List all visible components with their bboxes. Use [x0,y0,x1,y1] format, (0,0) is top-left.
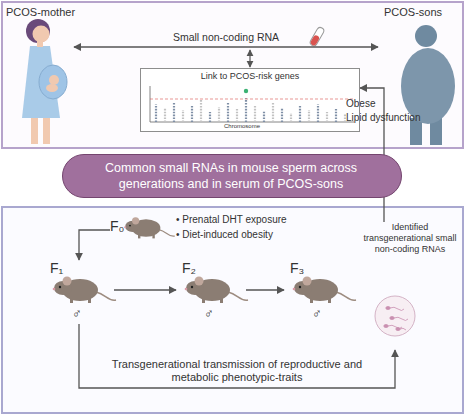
connector-arrow [246,289,284,290]
mother-illustration [33,26,50,43]
manhattan-plot [344,114,346,122]
manhattan-plot [299,106,301,122]
generation-node: F₂ ♂ [176,260,246,324]
manhattan-plot [155,104,157,122]
plot-box: Link to PCOS-risk genes [140,68,360,132]
mother-illustration [22,19,67,144]
manhattan-plot [209,112,211,122]
blood-tube [310,34,320,46]
son-illustration [401,25,455,145]
panel-frame [2,207,463,413]
blood-tube [309,26,325,47]
node-text: F₁ [50,260,63,277]
sons-node: PCOS-sonsObeseLipid dysfunction [378,4,462,146]
node-text: Lipid dysfunction [346,112,421,124]
mother-illustration [39,65,67,99]
manhattan-plot [245,98,247,122]
manhattan-plot [227,103,229,122]
summary-pill: Common small RNAs in mouse sperm across … [62,154,402,198]
node-text: PCOS-mother [6,6,75,19]
node-text: PCOS-sons [384,6,442,19]
son-illustration [415,25,437,47]
mother-illustration [49,75,59,85]
generation-node: F₀ • Prenatal DHT exposure • Diet-induced … [110,212,310,246]
manhattan-plot [317,104,319,122]
node-text: Identified transgenerational small non-c… [358,222,462,255]
mouse-group [293,277,356,304]
mother-illustration [37,41,43,47]
connector-arrow [79,230,110,260]
node-text: F₃ [290,260,304,277]
axis-label: Chromosome [224,123,260,130]
manhattan-plot [191,106,193,122]
node-text: F₂ [182,260,196,277]
sperm-icon [384,325,388,328]
sperm-icon [375,296,415,336]
manhattan-plot [281,108,283,122]
node-text: Common small RNAs in mouse sperm across … [82,160,380,192]
manhattan-plot [182,110,184,122]
panel-frame [2,2,463,148]
mouse-group [53,277,116,304]
sperm-icon [394,317,408,320]
node-text: Obese [346,98,375,110]
node-text: F₀ [110,218,124,235]
manhattan-plot [263,111,265,122]
manhattan-plot [141,69,359,131]
result-node: Identified transgenerational small non-c… [358,222,462,350]
rna-arrow [249,50,250,67]
manhattan-plot [244,89,248,93]
sperm-icon [390,307,404,310]
node-text: • Diet-induced obesity [176,229,273,241]
sperm-icon [400,328,406,330]
node-text: ♂ [312,306,322,322]
mother-illustration [46,84,58,92]
connector-arrow [79,324,395,388]
manhattan-plot [290,113,292,122]
sperm-icon [384,307,408,331]
mouse-group [53,217,356,303]
manhattan-plot [236,109,238,122]
sperm-icon [375,296,415,336]
manhattan-plot [326,112,328,122]
node-text: Link to PCOS-risk genes [141,71,359,82]
node-text: ♂ [204,306,214,322]
manhattan-plot [254,105,256,122]
manhattan-plot [308,110,310,122]
generation-node: F₁ ♂ [44,260,114,324]
mother-illustration [26,19,50,43]
mother-node: PCOS-mother [4,4,74,146]
rna-arrow [250,50,251,67]
sperm-icon [386,307,390,310]
mother-illustration [31,116,38,144]
blood-tube [309,26,325,47]
sperm-icon [396,328,400,331]
manhattan-plot [141,69,359,131]
manhattan-plot [173,102,175,122]
node-text: ♂ [72,306,82,322]
manhattan-plot [200,100,202,122]
mother-illustration [43,116,50,144]
manhattan-plot [218,107,220,122]
manhattan-plot [150,99,354,100]
connector-arrow [74,46,378,47]
generation-node: F₃ ♂ [284,260,354,324]
connector-arrow [114,289,176,290]
manhattan-plot [335,109,337,122]
edge-label: Transgenerational transmission of reprod… [106,358,368,384]
mouse-group [185,277,248,304]
manhattan-plot [272,102,274,122]
manhattan-plot [164,108,166,122]
edge-label: Small non-coding RNA [173,31,279,44]
manhattan-plot [150,86,354,122]
sperm-icon [390,317,394,320]
manhattan-plot [156,98,345,122]
mouse-group [124,217,175,238]
node-text: • Prenatal DHT exposure [176,214,287,226]
